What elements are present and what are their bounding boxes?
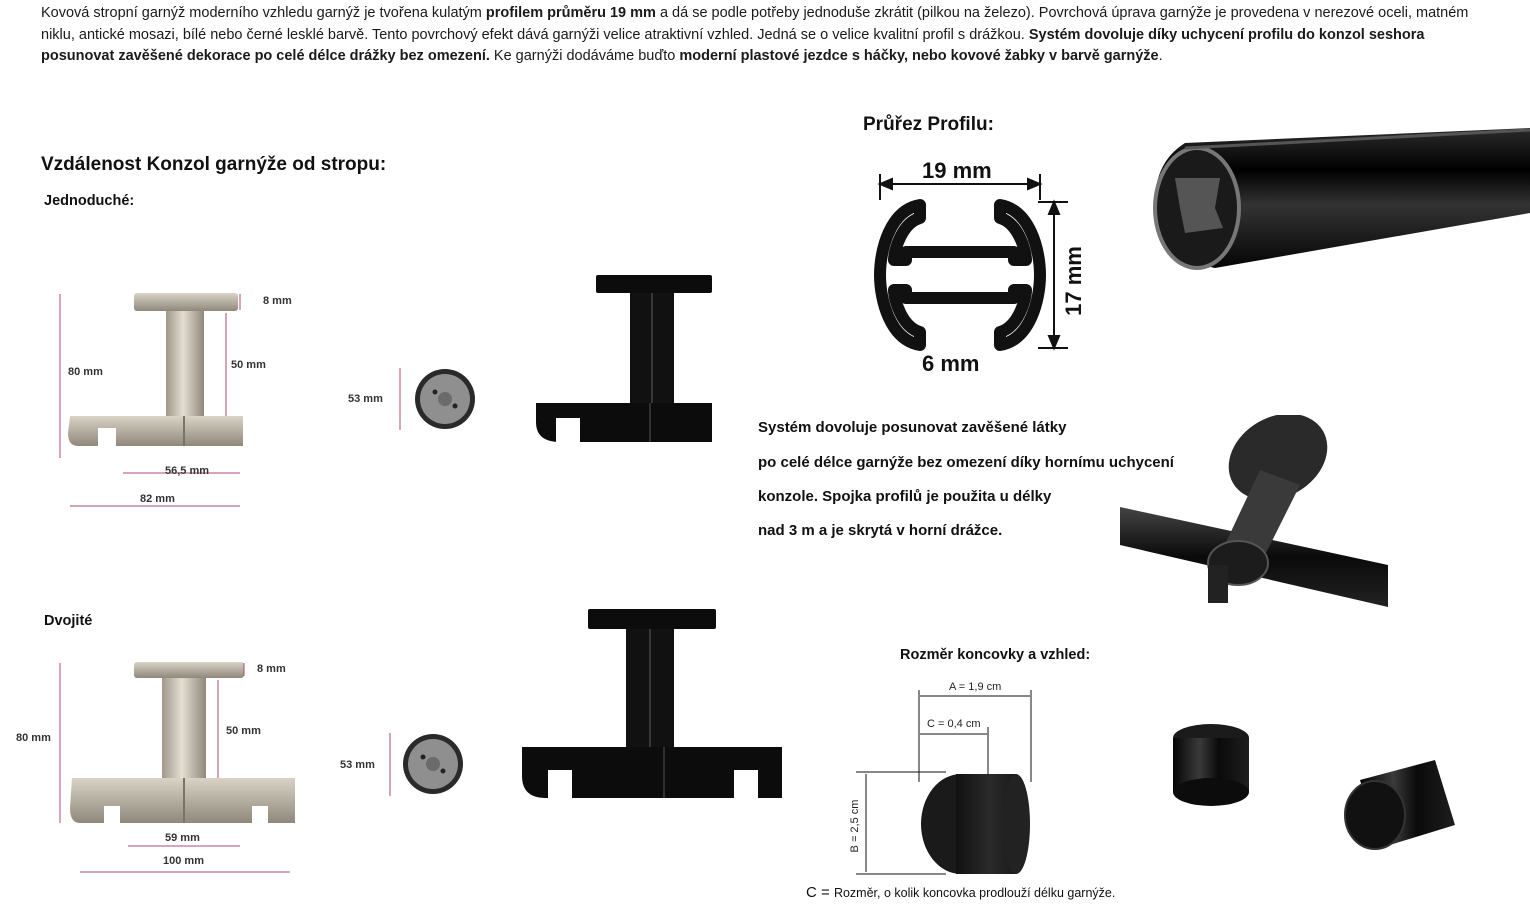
endcap-heading: Rozměr koncovky a vzhled:	[900, 647, 1091, 663]
double-bracket-black-image	[516, 606, 786, 802]
single-ceiling-disc-image	[395, 362, 485, 434]
single-dim-height: 80 mm	[68, 366, 103, 378]
single-dim-width: 82 mm	[140, 493, 175, 505]
double-bracket-nickel-image	[50, 658, 305, 883]
double-ceiling-disc-image	[385, 728, 475, 800]
system-text-line-4: nad 3 m a je skrytá v horní drážce.	[758, 522, 1003, 539]
double-dim-disc: 53 mm	[340, 759, 375, 771]
single-dim-inner: 56,5 mm	[165, 465, 210, 477]
single-bracket-nickel-image	[48, 288, 298, 518]
endcap-dimension-diagram	[806, 682, 1136, 882]
intro-paragraph: Kovová stropní garnýž moderního vzhledu …	[41, 5, 1469, 64]
profile-dim-slot: 6 mm	[922, 351, 980, 376]
profile-heading: Průřez Profilu:	[863, 114, 994, 135]
single-label: Jednoduché:	[44, 193, 135, 209]
double-dim-top: 8 mm	[257, 663, 286, 675]
endcap-photo	[1160, 720, 1475, 880]
double-label: Dvojité	[44, 613, 93, 629]
double-dim-inner: 59 mm	[165, 832, 200, 844]
single-dim-stem: 50 mm	[231, 359, 266, 371]
system-text-line-1: Systém dovoluje posunovat zavěšené látky	[758, 419, 1067, 436]
bracket-on-rail-photo	[1120, 415, 1388, 610]
distance-heading: Vzdálenost Konzol garnýže od stropu:	[41, 154, 387, 175]
profile-rail-photo	[1145, 108, 1530, 276]
profile-cross-section-diagram	[870, 160, 1085, 378]
single-dim-disc: 53 mm	[348, 393, 383, 405]
endcap-dim-c: C = 0,4 cm	[927, 718, 981, 730]
single-bracket-black-image	[530, 272, 716, 452]
endcap-dim-b: B = 2,5 cm	[849, 799, 861, 853]
endcap-note: C = Rozměr, o kolik koncovka prodlouží d…	[806, 884, 1116, 901]
double-dim-stem: 50 mm	[226, 725, 261, 737]
profile-dim-width: 19 mm	[922, 158, 992, 183]
endcap-dim-a: A = 1,9 cm	[949, 681, 1002, 693]
profile-dim-height: 17 mm	[1061, 246, 1086, 316]
single-dim-top: 8 mm	[263, 295, 292, 307]
system-text-line-3: konzole. Spojka profilů je použita u dél…	[758, 488, 1052, 505]
system-text-line-2: po celé délce garnýže bez omezení díky h…	[758, 454, 1174, 471]
double-dim-width: 100 mm	[163, 855, 204, 867]
double-dim-height: 80 mm	[16, 732, 51, 744]
